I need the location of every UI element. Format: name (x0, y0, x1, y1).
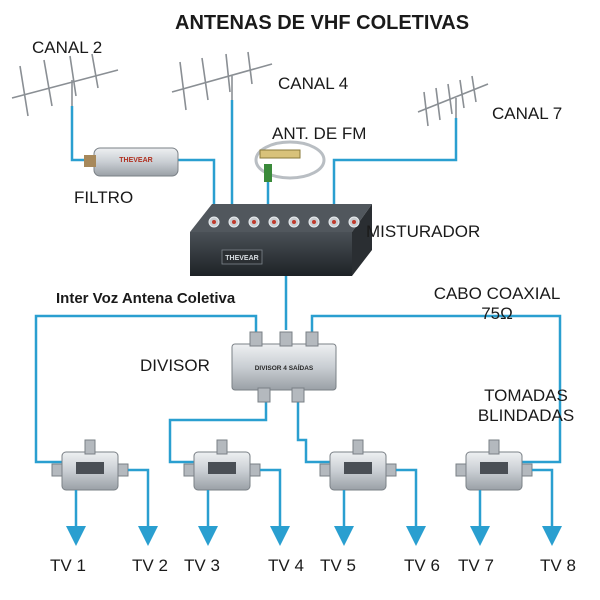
output-cable (532, 468, 562, 546)
output-cable (128, 468, 158, 546)
tomada-splitter (51, 439, 129, 491)
label-misturador: MISTURADOR (366, 222, 481, 241)
mixer-port-pin (352, 220, 356, 224)
tv-output-label: TV 7 (458, 556, 494, 575)
tomada-splitter (455, 439, 533, 491)
label-divisor: DIVISOR (140, 356, 210, 375)
filter-device: THEVEAR (84, 147, 179, 177)
splitter-input (352, 439, 364, 455)
label-cabo-line-1: CABO COAXIAL (433, 284, 561, 303)
splitter-input (216, 439, 228, 455)
mixer-brand-text: THEVEAR (225, 255, 258, 262)
label-cabo-coaxial: CABO COAXIAL 75Ω (412, 284, 582, 324)
tv-output-label: TV 8 (540, 556, 576, 575)
label-tomadas-line-1: TOMADAS (484, 386, 568, 405)
label-cabo-line-2: 75Ω (481, 304, 513, 323)
splitter-port (249, 463, 261, 477)
mixer-port-pin (312, 220, 316, 224)
splitter-port (455, 463, 467, 477)
splitters (51, 439, 562, 546)
antenna-fm (254, 140, 326, 182)
splitter-port (319, 463, 331, 477)
label-inter-voz: Inter Voz Antena Coletiva (56, 290, 236, 307)
cables-top (34, 100, 562, 464)
label-canal-2: CANAL 2 (32, 38, 103, 57)
divisor-device-text: DIVISOR 4 SAÍDAS (255, 363, 314, 372)
splitter-label-plate (344, 462, 372, 474)
output-cable (396, 468, 426, 546)
mixer-port-pin (232, 220, 236, 224)
antenna-canal-7 (417, 75, 489, 127)
splitter-label-plate (76, 462, 104, 474)
tv-output-label: TV 2 (132, 556, 168, 575)
splitter-label-plate (208, 462, 236, 474)
mixer-port-pin (252, 220, 256, 224)
splitter-port (51, 463, 63, 477)
antenna-canal-2 (11, 53, 119, 117)
label-canal-7: CANAL 7 (492, 104, 563, 123)
tv-output-label: TV 6 (404, 556, 440, 575)
splitter-port (117, 463, 129, 477)
mixer-port-pin (272, 220, 276, 224)
output-cable (260, 468, 290, 546)
label-tomadas-line-2: BLINDADAS (477, 406, 575, 425)
tv-output-label: TV 3 (184, 556, 220, 575)
mixer-port-pin (332, 220, 336, 224)
splitter-port (521, 463, 533, 477)
splitter-port (183, 463, 195, 477)
tv-output-label: TV 4 (268, 556, 304, 575)
label-filtro: FILTRO (74, 188, 134, 207)
tomada-splitter (319, 439, 397, 491)
label-fm: ANT. DE FM (272, 124, 367, 143)
splitter-port (385, 463, 397, 477)
diagram-title: ANTENAS DE VHF COLETIVAS (175, 12, 470, 34)
mixer-port-pin (212, 220, 216, 224)
label-tomadas-blindadas: TOMADAS BLINDADAS (466, 386, 586, 426)
mixer-port-pin (292, 220, 296, 224)
splitter-label-plate (480, 462, 508, 474)
filter-brand-text: THEVEAR (119, 157, 152, 164)
antenna-canal-4 (171, 51, 273, 111)
splitter-input (488, 439, 500, 455)
tv-output-label: TV 1 (50, 556, 86, 575)
splitter-input (84, 439, 96, 455)
divisor-device: DIVISOR 4 SAÍDAS (231, 331, 337, 403)
tomada-splitter (183, 439, 261, 491)
mixer-device: THEVEAR (190, 204, 372, 276)
label-canal-4: CANAL 4 (278, 74, 349, 93)
tv-output-label: TV 5 (320, 556, 356, 575)
